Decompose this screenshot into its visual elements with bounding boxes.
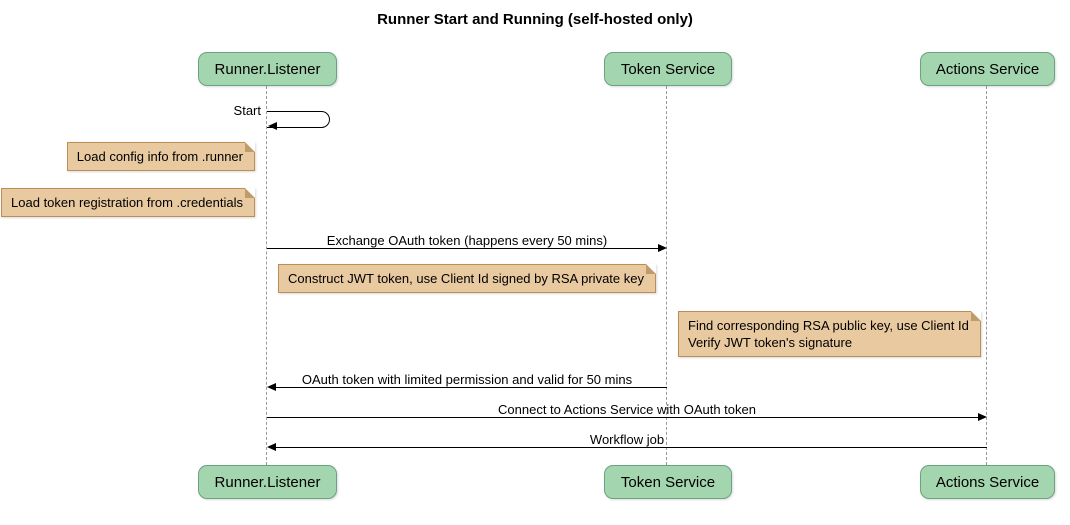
message-arrow-workflow	[276, 447, 987, 448]
diagram-title: Runner Start and Running (self-hosted on…	[377, 11, 693, 28]
arrowhead-workflow-icon	[267, 443, 276, 451]
message-arrow-exchange	[267, 248, 658, 249]
note-load-config: Load config info from .runner	[66, 142, 256, 171]
message-label-workflow: Workflow job	[589, 432, 665, 447]
note-load-token-text: Load token registration from .credential…	[11, 195, 243, 210]
message-arrow-start	[267, 111, 330, 128]
lifeline-actions-service	[986, 86, 987, 465]
arrowhead-oauth-return-icon	[267, 383, 276, 391]
note-construct-jwt-text: Construct JWT token, use Client Id signe…	[288, 271, 644, 286]
participant-token-service-top: Token Service	[604, 52, 732, 86]
message-label-oauth-return: OAuth token with limited permission and …	[301, 372, 633, 387]
note-load-token: Load token registration from .credential…	[1, 188, 255, 217]
participant-runner-listener-bottom: Runner.Listener	[198, 465, 337, 499]
participant-runner-listener-top: Runner.Listener	[198, 52, 337, 86]
lifeline-token-service	[666, 86, 667, 465]
arrowhead-exchange-icon	[658, 244, 667, 252]
note-verify-jwt: Find corresponding RSA public key, use C…	[678, 311, 981, 357]
lifeline-runner-listener	[266, 86, 267, 465]
message-arrow-connect	[267, 417, 978, 418]
note-construct-jwt: Construct JWT token, use Client Id signe…	[278, 264, 656, 293]
participant-token-service-bottom: Token Service	[604, 465, 732, 499]
message-label-connect: Connect to Actions Service with OAuth to…	[498, 402, 756, 417]
message-arrow-oauth-return	[276, 387, 667, 388]
arrowhead-start-icon	[268, 122, 277, 130]
message-label-start: Start	[233, 103, 261, 118]
participant-actions-service-top: Actions Service	[920, 52, 1055, 86]
note-verify-jwt-line1: Find corresponding RSA public key, use C…	[688, 318, 969, 333]
note-load-config-text: Load config info from .runner	[76, 149, 243, 164]
message-label-exchange: Exchange OAuth token (happens every 50 m…	[326, 233, 608, 248]
participant-actions-service-bottom: Actions Service	[920, 465, 1055, 499]
arrowhead-connect-icon	[978, 413, 987, 421]
note-verify-jwt-line2: Verify JWT token's signature	[688, 335, 853, 350]
